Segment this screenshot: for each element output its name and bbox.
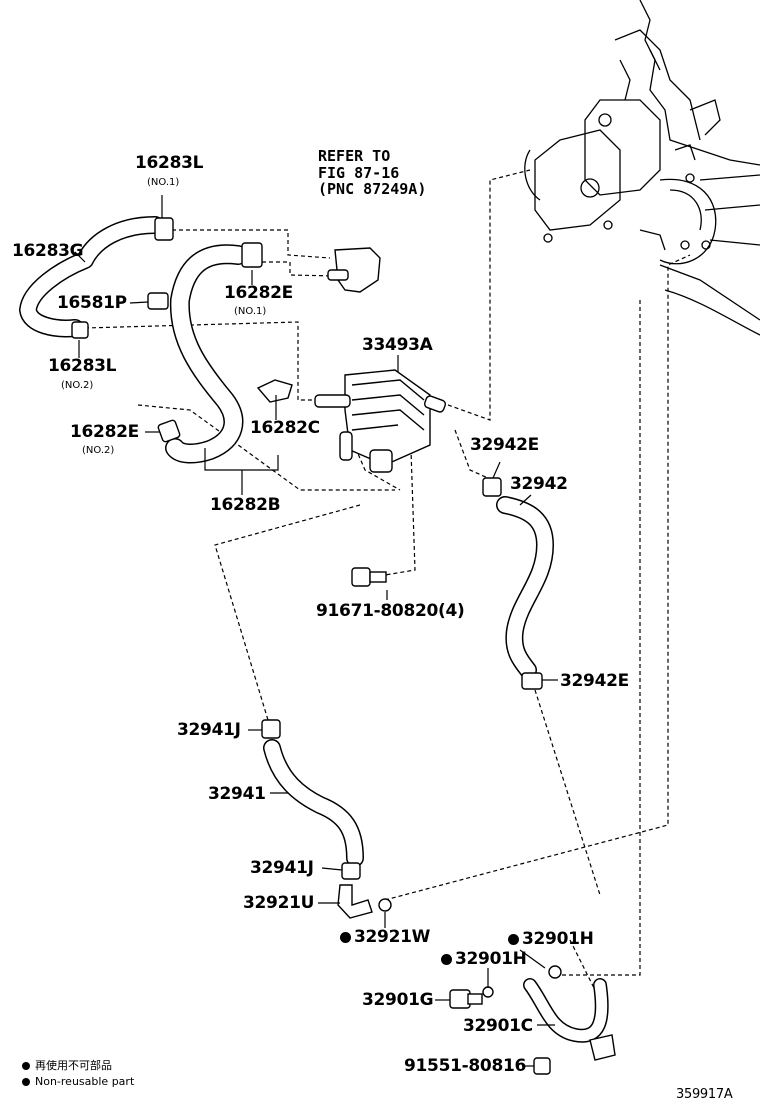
legend-en: Non-reusable part [22, 1076, 134, 1087]
engine-block-illustration [524, 0, 760, 336]
label-91551-80816[interactable]: 91551-80816 [404, 1056, 527, 1076]
label-32941[interactable]: 32941 [208, 784, 266, 804]
label-32921U[interactable]: 32921U [243, 893, 315, 913]
label-32941J-bottom[interactable]: 32941J [250, 858, 314, 878]
figure-id: 359917A [676, 1087, 733, 1102]
label-16282E-no2-sub: (NO.2) [82, 445, 115, 456]
reference-note: REFER TO FIG 87-16 (PNC 87249A) [318, 148, 426, 198]
label-32901H-a: 32901H [522, 929, 594, 949]
reference-line-2: FIG 87-16 [318, 163, 400, 182]
label-16283G[interactable]: 16283G [12, 241, 84, 261]
reference-line-1: REFER TO [318, 147, 391, 165]
label-32941J-top[interactable]: 32941J [177, 720, 241, 740]
non-reusable-dot [441, 954, 452, 965]
legend-dot-icon [22, 1062, 30, 1070]
label-16282B[interactable]: 16282B [210, 495, 281, 515]
dashed-leaders [84, 169, 691, 1001]
legend-jp: 再使用不可部品 [22, 1060, 112, 1071]
label-16283L-no2-sub: (NO.2) [61, 380, 94, 391]
label-16581P[interactable]: 16581P [57, 293, 127, 313]
label-32901H-a-row[interactable]: 32901H [508, 931, 594, 948]
label-16282E-no1-sub: (NO.1) [234, 306, 267, 317]
label-32942E-bottom[interactable]: 32942E [560, 671, 629, 691]
non-reusable-dot [340, 932, 351, 943]
label-16282E-no2[interactable]: 16282E [70, 422, 139, 442]
label-32942E-top[interactable]: 32942E [470, 435, 539, 455]
label-16283L-no2[interactable]: 16283L [48, 356, 117, 376]
label-32921W-row[interactable]: 32921W [340, 929, 430, 946]
label-16282E-no1[interactable]: 16282E [224, 283, 293, 303]
legend-en-text: Non-reusable part [35, 1075, 135, 1088]
label-32921W: 32921W [354, 927, 431, 947]
legend-jp-text: 再使用不可部品 [35, 1059, 112, 1072]
label-33493A[interactable]: 33493A [362, 335, 433, 355]
label-32901C[interactable]: 32901C [463, 1016, 533, 1036]
solid-leaders [74, 195, 558, 1067]
non-reusable-dot [508, 934, 519, 945]
reference-line-3: (PNC 87249A) [318, 180, 427, 198]
label-32901H-b-row[interactable]: 32901H [441, 951, 527, 968]
label-32901G[interactable]: 32901G [362, 990, 434, 1010]
legend-dot-icon [22, 1078, 30, 1086]
label-16283L-no1-sub: (NO.1) [147, 177, 180, 188]
label-16283L-no1[interactable]: 16283L [135, 153, 204, 173]
label-32942[interactable]: 32942 [510, 474, 568, 494]
label-32901H-b: 32901H [455, 949, 527, 969]
hoses [19, 216, 609, 1043]
small-parts [71, 217, 616, 1075]
label-91671-80820[interactable]: 91671-80820(4) [316, 601, 465, 621]
label-16282C[interactable]: 16282C [250, 418, 320, 438]
